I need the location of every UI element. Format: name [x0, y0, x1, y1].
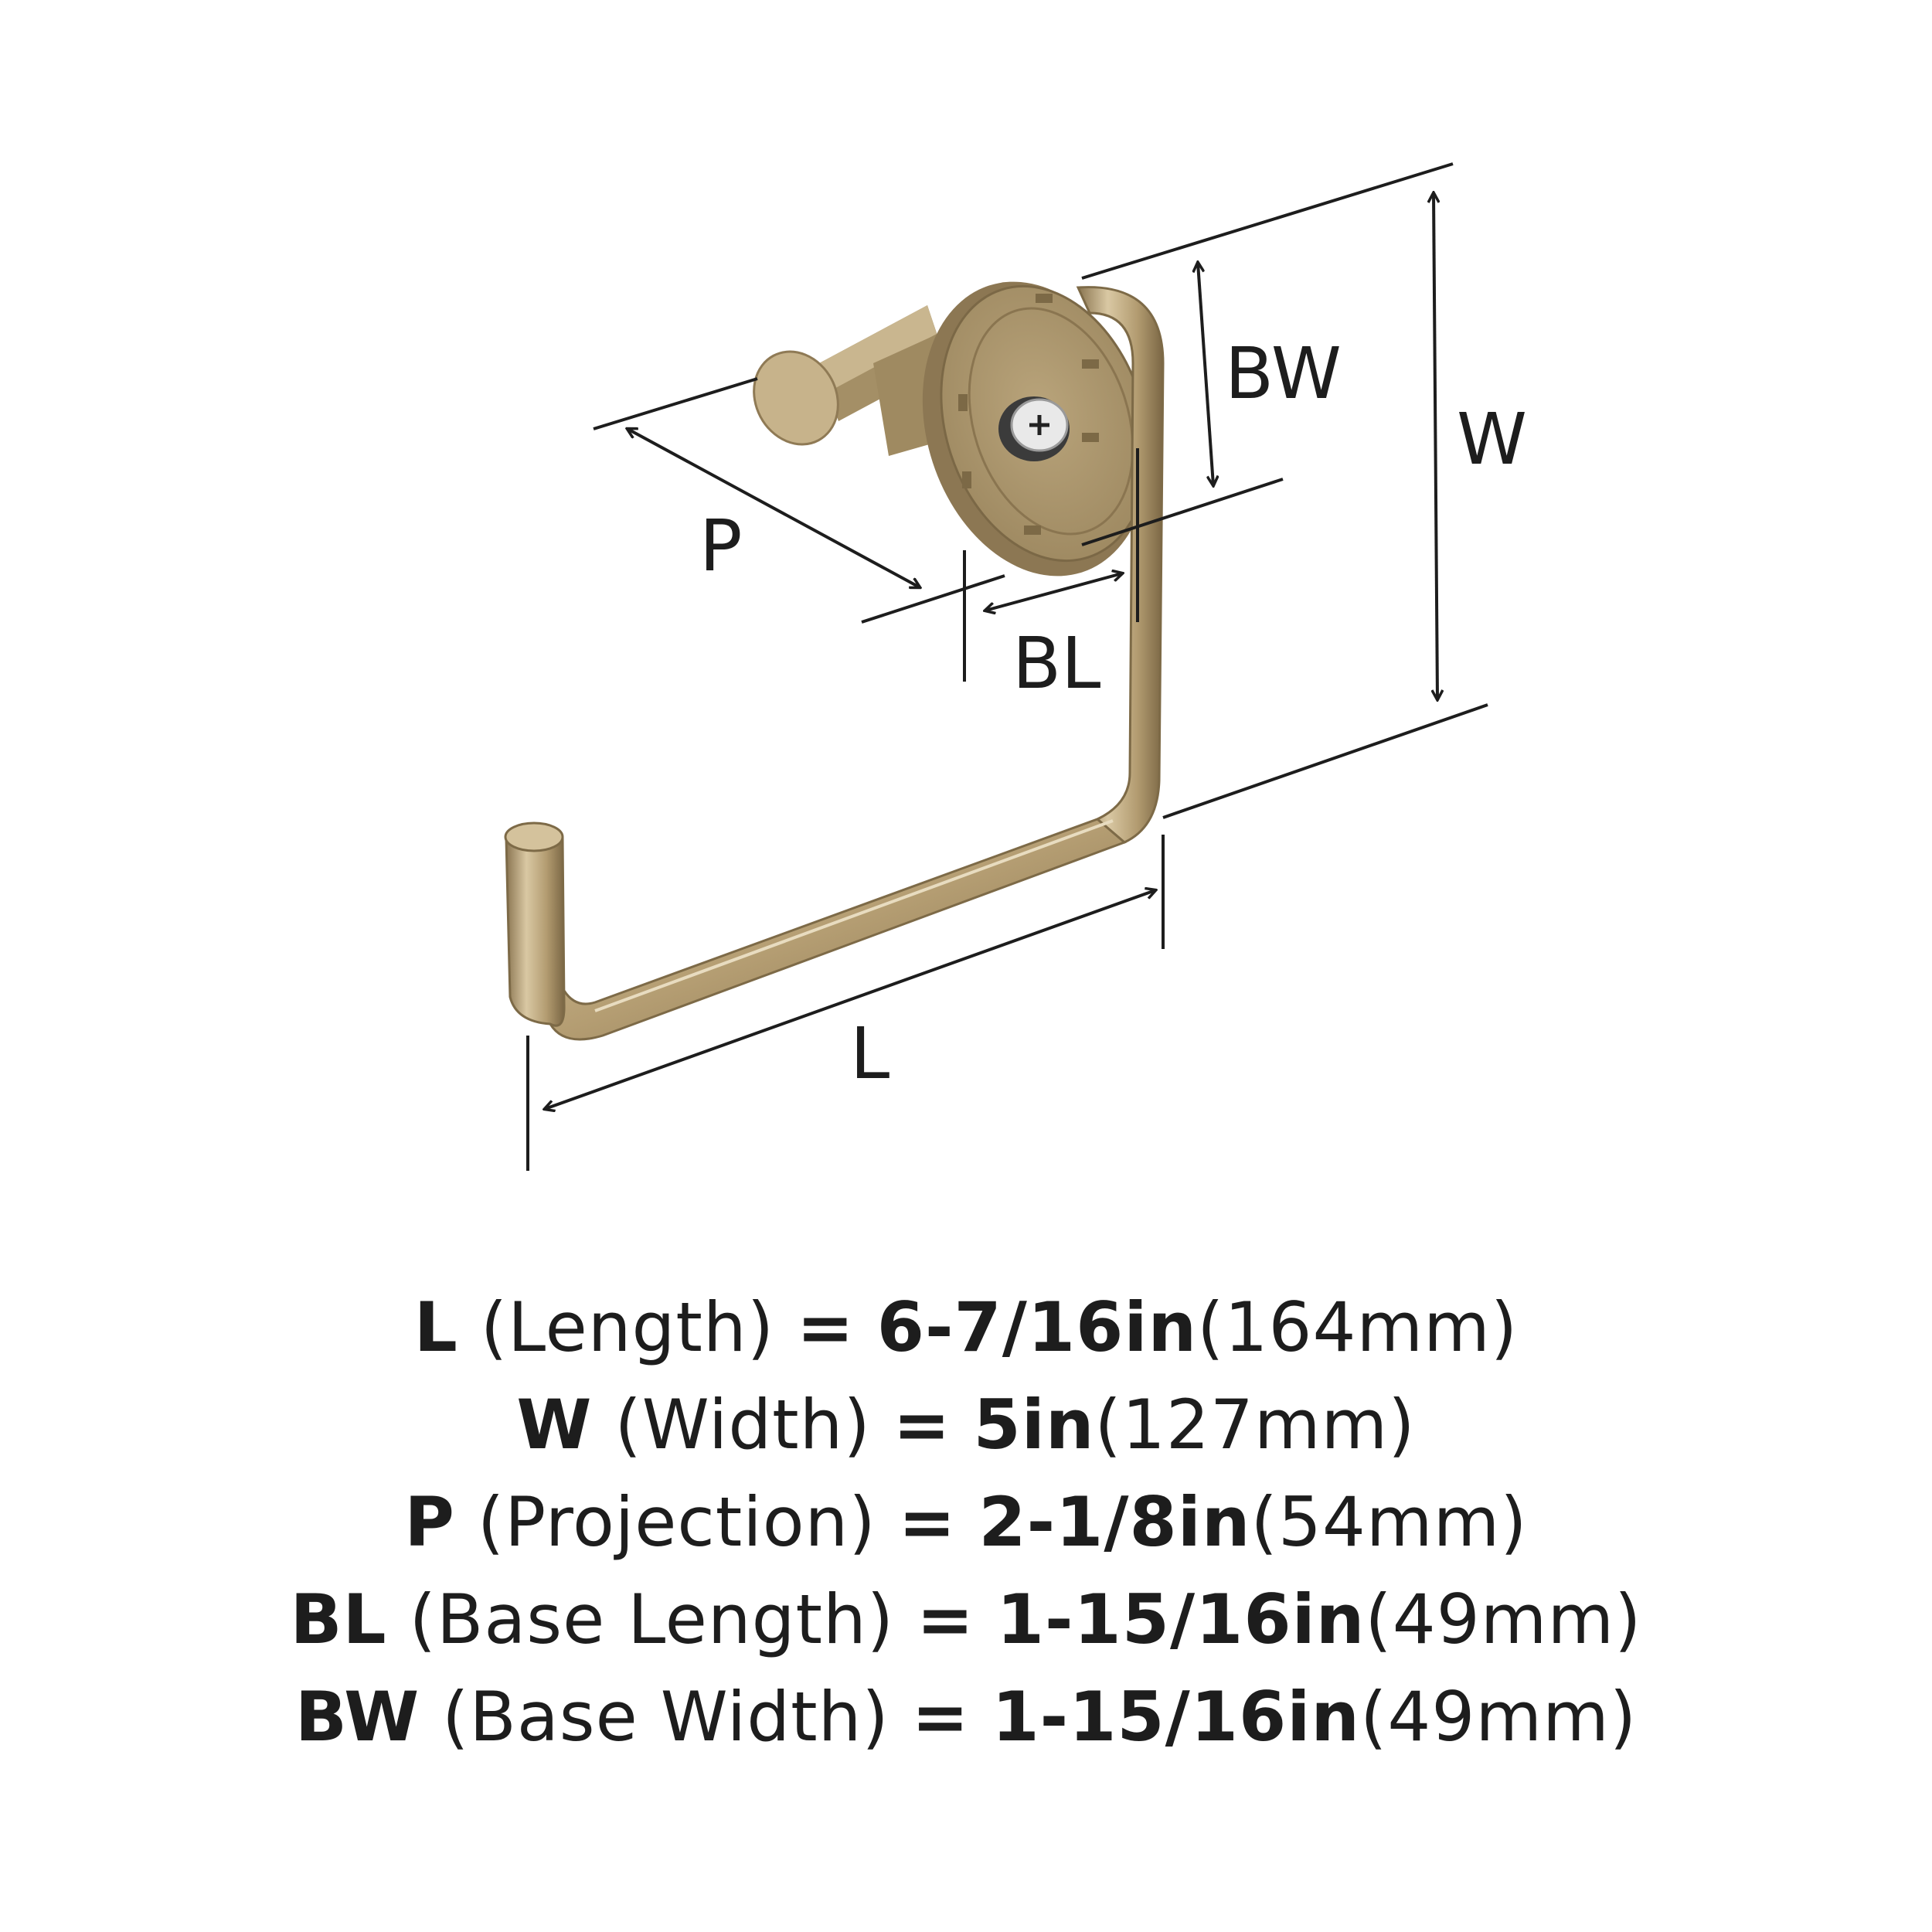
- spec-equals: =: [898, 1482, 957, 1562]
- label-l: L: [850, 1012, 889, 1095]
- spec-metric: (49mm): [1360, 1677, 1638, 1757]
- spec-length: L (Length) = 6-7/16in(164mm): [0, 1279, 1932, 1376]
- spec-name: (Length): [480, 1287, 775, 1367]
- dimension-specs: L (Length) = 6-7/16in(164mm) W (Width) =…: [0, 1279, 1932, 1766]
- dimension-lines: [526, 162, 1488, 1171]
- spec-metric: (49mm): [1365, 1580, 1642, 1659]
- end-post: [504, 821, 566, 1027]
- spec-code: L: [413, 1287, 458, 1367]
- spec-metric: (127mm): [1094, 1385, 1416, 1464]
- spec-base-length: BL (Base Length) = 1-15/16in(49mm): [0, 1571, 1932, 1668]
- spec-name: (Width): [614, 1385, 871, 1464]
- spec-metric: (54mm): [1250, 1482, 1528, 1562]
- spec-code: W: [516, 1385, 593, 1464]
- label-bl: BL: [1012, 622, 1100, 705]
- spec-code: P: [404, 1482, 455, 1562]
- spec-width: W (Width) = 5in(127mm): [0, 1376, 1932, 1474]
- spec-imperial: 5in: [973, 1385, 1095, 1464]
- spec-equals: =: [797, 1287, 855, 1367]
- spec-equals: =: [893, 1385, 951, 1464]
- spec-imperial: 1-15/16in: [996, 1580, 1366, 1659]
- spec-equals: =: [917, 1580, 975, 1659]
- spec-base-width: BW (Base Width) = 1-15/16in(49mm): [0, 1668, 1932, 1766]
- spec-name: (Base Length): [409, 1580, 895, 1659]
- spec-name: (Projection): [477, 1482, 876, 1562]
- base-plate: [922, 281, 1150, 577]
- label-p: P: [699, 505, 742, 587]
- spec-projection: P (Projection) = 2-1/8in(54mm): [0, 1474, 1932, 1571]
- spec-imperial: 2-1/8in: [978, 1482, 1251, 1562]
- spec-code: BW: [294, 1677, 420, 1757]
- spec-metric: (164mm): [1197, 1287, 1519, 1367]
- label-bw: BW: [1225, 332, 1342, 415]
- spec-code: BL: [290, 1580, 387, 1659]
- spec-imperial: 1-15/16in: [992, 1677, 1361, 1757]
- screw-icon: [998, 396, 1070, 461]
- spec-imperial: 6-7/16in: [876, 1287, 1198, 1367]
- spec-equals: =: [911, 1677, 970, 1757]
- spec-name: (Base Width): [442, 1677, 889, 1757]
- label-w: W: [1457, 398, 1527, 481]
